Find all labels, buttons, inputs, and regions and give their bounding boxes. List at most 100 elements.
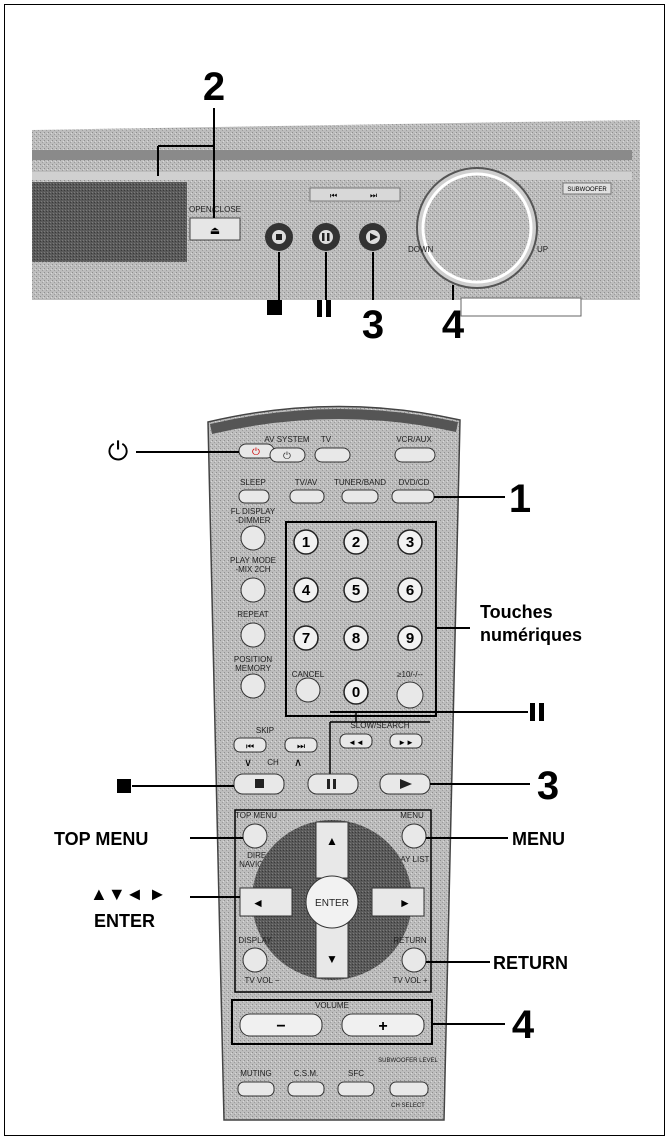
remote-pause-icon [327, 779, 330, 789]
disc-tray [32, 182, 187, 262]
digit-label-3: 3 [406, 534, 414, 551]
unit-foot [460, 297, 582, 317]
cancel-label: CANCEL [292, 670, 325, 679]
fl-display-button[interactable] [240, 525, 266, 551]
prev-icon: ⏮ [330, 191, 337, 200]
digit-label-8: 8 [352, 630, 360, 647]
callout-menu: MENU [512, 829, 565, 849]
rewind-button[interactable] [339, 733, 373, 749]
position-label-2: MEMORY [235, 664, 272, 673]
digit-button-9[interactable] [397, 625, 423, 651]
volume-knob-face [421, 172, 533, 284]
play-mode-button[interactable] [240, 577, 266, 603]
down-icon: ▼ [326, 952, 338, 966]
enter-button[interactable] [305, 875, 359, 929]
tv-av-label: TV/AV [295, 478, 318, 487]
remote-play-icon [400, 779, 412, 789]
vcr-aux-button[interactable] [394, 447, 436, 463]
play-list-label: PLAY LIST [391, 855, 430, 864]
callout-4-remote: 4 [512, 1003, 535, 1047]
tv-av-button[interactable] [289, 489, 325, 504]
left-button[interactable] [239, 887, 293, 917]
volume-plus-button[interactable] [341, 1013, 425, 1037]
right-button[interactable] [371, 887, 425, 917]
callout-3-top: 3 [362, 303, 384, 347]
digit-label-2: 2 [352, 534, 360, 551]
play-mode-label-2: -MIX 2CH [235, 565, 270, 574]
return-button[interactable] [401, 947, 427, 973]
digit-button-8[interactable] [343, 625, 369, 651]
group-button[interactable] [396, 681, 424, 709]
slow-search-label: SLOW/SEARCH [350, 721, 409, 730]
fast-forward-button[interactable] [389, 733, 423, 749]
menu-label: MENU [400, 811, 424, 820]
sfc-button[interactable] [337, 1081, 375, 1097]
position-memory-button[interactable] [240, 673, 266, 699]
rewind-icon: ◄◄ [348, 738, 364, 747]
digit-button-7[interactable] [293, 625, 319, 651]
digit-button-5[interactable] [343, 577, 369, 603]
digit-label-4: 4 [302, 582, 311, 599]
cursor-section: TOP MENU DIRECT NAVIGATOR MENU PLAY LIST… [234, 809, 432, 993]
av-system-power-icon: ⏻ [283, 451, 291, 462]
csm-button[interactable] [287, 1081, 325, 1097]
down-label: DOWN [408, 245, 434, 254]
callout-power-icon: ⏻ [108, 436, 129, 466]
skip-buttons[interactable] [309, 187, 401, 202]
digit-button-3[interactable] [397, 529, 423, 555]
muting-button[interactable] [237, 1081, 275, 1097]
tv-label: TV [321, 435, 332, 444]
volume-label: VOLUME [315, 1001, 349, 1010]
digit-button-4[interactable] [293, 577, 319, 603]
unit-slot [32, 172, 632, 180]
digit-label-9: 9 [406, 630, 414, 647]
position-label: POSITION [234, 655, 272, 664]
sub-level-button[interactable] [389, 1081, 429, 1097]
volume-plus-icon: + [378, 1018, 387, 1035]
next-icon: ⏭ [370, 191, 377, 200]
subwoofer-label: SUBWOOFER [567, 187, 607, 193]
digit-button-0[interactable] [343, 679, 369, 705]
right-icon: ► [399, 896, 411, 910]
callout-arrows: ▲▼◄ ► [90, 884, 166, 904]
skip-next-button[interactable] [284, 737, 318, 753]
digit-button-2[interactable] [343, 529, 369, 555]
digit-button-1[interactable] [293, 529, 319, 555]
volume-box [231, 999, 433, 1045]
sub-level-label: SUBWOOFER LEVEL [378, 1058, 438, 1064]
cancel-button[interactable] [295, 677, 321, 703]
sleep-button[interactable] [238, 489, 270, 504]
dvd-button[interactable] [391, 489, 435, 504]
callout-top-menu: TOP MENU [54, 829, 148, 849]
up-icon: ▲ [326, 834, 338, 848]
eject-icon: ⏏ [210, 225, 220, 237]
subwoofer-button[interactable] [562, 182, 612, 195]
menu-button[interactable] [401, 823, 427, 849]
direct-label: DIRECT [247, 851, 277, 860]
callout-4-top: 4 [442, 303, 465, 347]
tuner-band-button[interactable] [341, 489, 379, 504]
repeat-button[interactable] [240, 622, 266, 648]
skip-label: SKIP [256, 726, 274, 735]
return-label: RETURN [393, 936, 427, 945]
volume-section: VOLUME − + MUTING C.S.M. SFC SUBWOOFER L… [231, 999, 439, 1109]
callout-enter: ENTER [94, 911, 155, 931]
unit-top-edge [32, 150, 632, 160]
av-system-button[interactable] [269, 447, 306, 463]
main-unit-panel: OPEN/CLOSE ⏏ ⏮ ⏭ SUBWOOFER DOWN UP [32, 120, 640, 317]
transport-section: SKIP ⏮ ⏭ ∨ CH ∧ SLOW/SEARCH ◄◄ ►► [233, 721, 431, 795]
volume-minus-button[interactable] [239, 1013, 323, 1037]
pause-icon [322, 233, 325, 241]
up-button[interactable] [315, 821, 349, 879]
fl-display-label-2: -DIMMER [235, 516, 270, 525]
top-menu-button[interactable] [242, 823, 268, 849]
skip-prev-button[interactable] [233, 737, 267, 753]
callout-stop-remote-icon [117, 779, 131, 793]
digit-button-6[interactable] [397, 577, 423, 603]
display-button[interactable] [242, 947, 268, 973]
down-button[interactable] [315, 921, 349, 979]
tv-button[interactable] [314, 447, 351, 463]
power-icon: ⏻ [252, 447, 260, 458]
